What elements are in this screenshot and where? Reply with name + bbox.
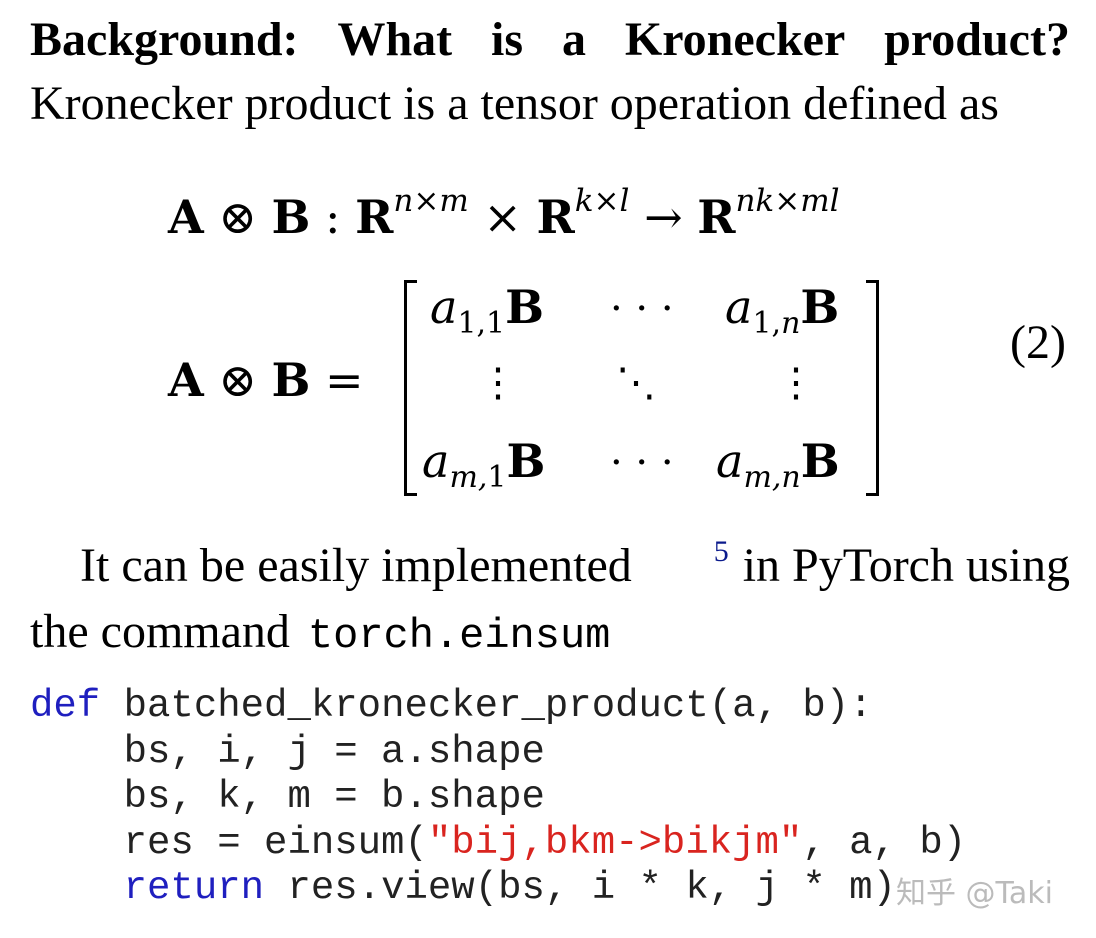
vdots-col-3: ⋮ bbox=[776, 360, 816, 406]
matrix-B: B bbox=[271, 190, 311, 244]
code-block: def batched_kronecker_product(a, b): bs,… bbox=[30, 684, 966, 912]
hdots-row-1: · · · bbox=[610, 286, 674, 332]
heading-word: product? bbox=[884, 13, 1070, 66]
matrix-cell-m-n: am,nB bbox=[716, 434, 840, 495]
code-line-5: return res.view(bs, i * k, j * m) bbox=[123, 866, 896, 910]
times-symbol: × bbox=[483, 190, 522, 244]
real-space: R bbox=[536, 190, 575, 244]
footnote-reference[interactable]: 5 bbox=[713, 535, 729, 568]
colon-symbol: : bbox=[325, 190, 341, 244]
matrix-cell-m-1: am,1B bbox=[422, 434, 546, 495]
watermark: 知乎 @Taki bbox=[896, 876, 1053, 911]
paragraph-text: the command bbox=[30, 605, 290, 658]
ddots-center: ⋱ bbox=[616, 360, 656, 406]
left-bracket bbox=[404, 280, 417, 496]
equation-line-2-lhs: A ⊗ B = bbox=[168, 353, 364, 407]
otimes-symbol: ⊗ bbox=[218, 353, 257, 407]
heading-word: a bbox=[561, 13, 586, 66]
heading-word: is bbox=[491, 13, 524, 66]
arrow-symbol: → bbox=[644, 190, 683, 244]
right-bracket bbox=[866, 280, 879, 496]
heading-word: Kronecker bbox=[624, 13, 846, 66]
paragraph-text: in PyTorch using bbox=[742, 539, 1070, 592]
code-keyword: return bbox=[123, 866, 265, 910]
vdots-col-1: ⋮ bbox=[478, 360, 518, 406]
matrix-cell-1-n: a1,nB bbox=[725, 280, 840, 341]
exponent-kl: k×l bbox=[574, 183, 630, 219]
code-string: "bij,bkm->bikjm" bbox=[427, 820, 803, 865]
intro-sentence: Kronecker product is a tensor operation … bbox=[30, 77, 999, 130]
heading-word: Background: bbox=[30, 13, 299, 66]
code-keyword: def bbox=[30, 684, 101, 728]
code-line-1: def batched_kronecker_product(a, b): bbox=[30, 684, 873, 728]
hdots-row-m: · · · bbox=[610, 440, 674, 486]
code-line-4: res = einsum("bij,bkm->bikjm", a, b) bbox=[30, 820, 967, 865]
real-space: R bbox=[355, 190, 394, 244]
matrix-A: A bbox=[168, 190, 204, 244]
real-space: R bbox=[697, 190, 736, 244]
code-line-3: bs, k, m = b.shape bbox=[30, 775, 545, 819]
paragraph-line-1: It can be easily implemented 5 in PyTorch… bbox=[80, 535, 1070, 602]
section-heading: Background: What is a Kronecker product? bbox=[30, 12, 1070, 68]
inline-code: torch.einsum bbox=[307, 612, 611, 660]
equals-symbol: = bbox=[325, 353, 364, 407]
exponent-nm: n×m bbox=[393, 183, 469, 219]
equation-line-1: A ⊗ B : Rn×m × Rk×l → Rnk×ml bbox=[168, 183, 840, 244]
heading-word: What bbox=[337, 13, 453, 66]
exponent-nkml: nk×ml bbox=[735, 183, 840, 219]
equation-number: (2) bbox=[1010, 316, 1066, 369]
matrix-cell-1-1: a1,1B bbox=[430, 280, 545, 341]
code-line-2: bs, i, j = a.shape bbox=[30, 729, 545, 774]
matrix-A: A bbox=[168, 353, 204, 407]
paragraph-text: It can be easily implemented bbox=[80, 539, 632, 592]
paragraph-line-2: the command torch.einsum bbox=[30, 602, 610, 666]
matrix-B: B bbox=[271, 353, 311, 407]
otimes-symbol: ⊗ bbox=[218, 190, 257, 244]
